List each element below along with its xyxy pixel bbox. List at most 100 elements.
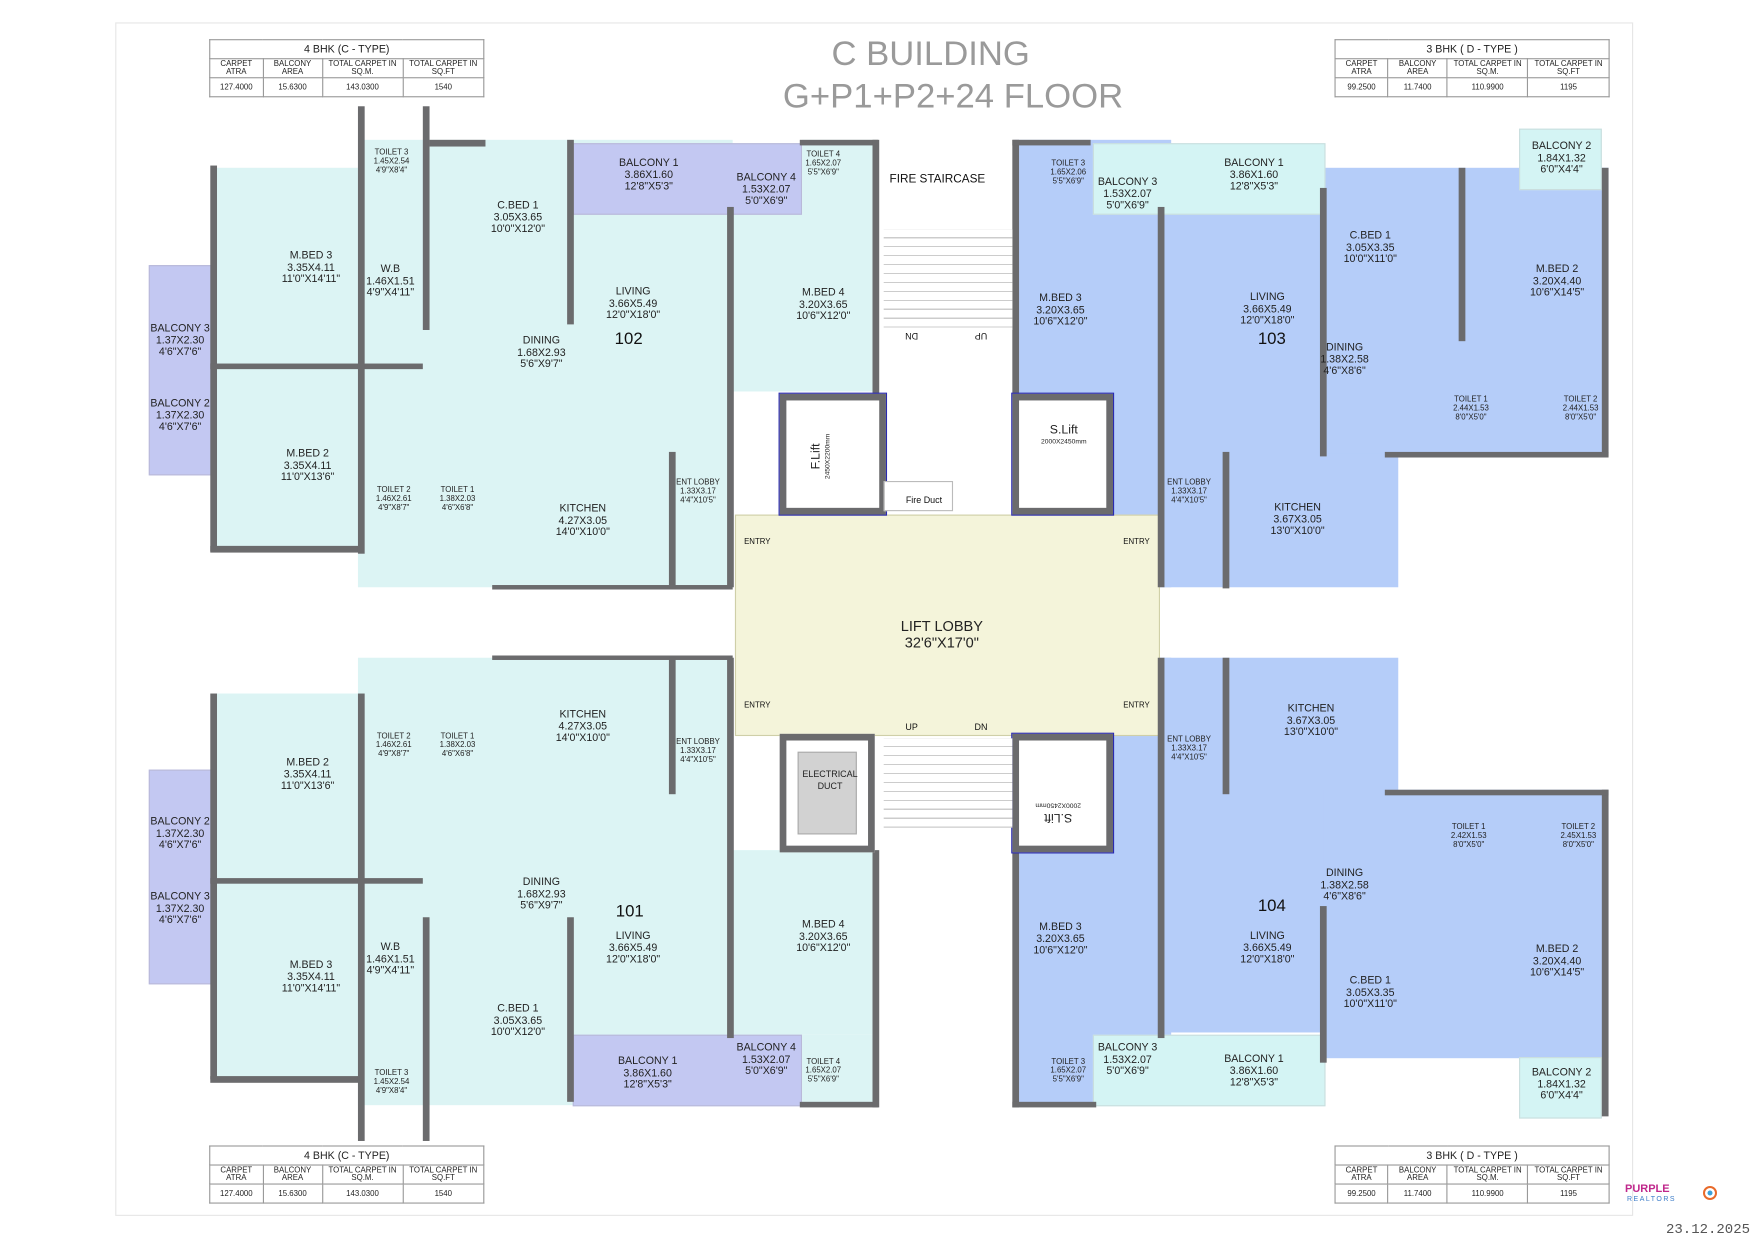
- room-size-metric: 1.37X2.30: [155, 409, 205, 422]
- balcony-1-103: [1092, 143, 1326, 215]
- room-size-imperial: 4'6"X7'6": [158, 839, 202, 852]
- room-size-metric: 1.33X3.17: [1171, 487, 1207, 496]
- room-size-metric: 1.53X2.07: [741, 183, 791, 196]
- balcony-1-101: [572, 1034, 803, 1107]
- room-size-metric: 3.86X1.60: [624, 168, 674, 181]
- room-name: ENT LOBBY: [1167, 478, 1211, 487]
- room-size-imperial: 4'6"X6'8": [441, 504, 474, 513]
- wall: [492, 585, 733, 590]
- stair-up-label: UP: [905, 722, 918, 733]
- wall: [1319, 906, 1327, 1063]
- room-size-metric: 1.53X2.07: [741, 1053, 791, 1066]
- entry-label: ENTRY: [1123, 701, 1150, 710]
- room-name: BALCONY 3: [150, 322, 210, 335]
- wall: [1012, 1101, 1097, 1108]
- room-name: TOILET 2: [376, 732, 411, 741]
- room-name: TOILET 1: [440, 732, 475, 741]
- room-size-imperial: 4'9"X8'4": [375, 1087, 408, 1096]
- wall: [668, 657, 676, 795]
- room-size-metric: 1.33X3.17: [680, 487, 716, 496]
- room-size-imperial: 4'4"X10'5": [680, 756, 716, 765]
- toilet-4-101: [802, 1034, 879, 1105]
- room-size-metric: 3.66X5.49: [1243, 941, 1292, 954]
- wall: [357, 106, 365, 554]
- room-size-metric: 1.38X2.58: [1320, 878, 1369, 892]
- room-size-metric: 1.65X2.07: [805, 1067, 842, 1075]
- unit-103-area: [1323, 167, 1609, 454]
- room-name: TOILET 2: [376, 486, 411, 495]
- room-name: M.BED 4: [802, 918, 845, 931]
- room-name: BALCONY 4: [736, 1041, 796, 1055]
- wall: [210, 693, 218, 1080]
- staircase-top: [883, 229, 1013, 330]
- room-size-imperial: 12'0"X18'0": [606, 309, 661, 322]
- room-size-imperial: 5'0"X6'9": [745, 1065, 788, 1078]
- room-size-metric: 3.20X4.40: [1532, 274, 1582, 288]
- fire-lift: [778, 392, 888, 516]
- balcony-2-3-102: [148, 265, 215, 476]
- room-name: W.B: [380, 263, 401, 276]
- room-size-imperial: 5'0"X6'9": [1106, 199, 1149, 212]
- room-size-metric: 1.65X2.07: [1050, 1067, 1087, 1075]
- room-size-metric: 3.66X5.49: [608, 297, 658, 310]
- room-size-imperial: 12'8"X5'3": [623, 1078, 672, 1091]
- room-size-imperial: 10'0"X11'0": [1343, 253, 1397, 266]
- room-size-imperial: 4'6"X7'6": [158, 345, 202, 359]
- room-size-metric: 3.67X3.05: [1286, 714, 1336, 727]
- room-size-imperial: 12'8"X5'3": [624, 180, 673, 193]
- room-size-metric: 3.35X4.11: [287, 970, 335, 983]
- room-name: ENT LOBBY: [676, 478, 720, 487]
- room-size-imperial: 11'0"X13'6": [280, 471, 335, 484]
- wall: [1458, 167, 1466, 342]
- room-name: BALCONY 3: [1097, 175, 1158, 189]
- room-name: M.BED 3: [289, 958, 333, 972]
- room-size-metric: 1.45X2.54: [373, 157, 410, 166]
- room-size-imperial: 6'0"X4'4": [1540, 1089, 1583, 1103]
- room-size-metric: 2.45X1.53: [1560, 832, 1597, 841]
- room-name: KITCHEN: [1274, 501, 1321, 514]
- room-size-metric: 1.33X3.17: [680, 747, 716, 756]
- room-name: M.BED 2: [286, 447, 329, 461]
- room-name: BALCONY 2: [1531, 1066, 1592, 1079]
- room-name: KITCHEN: [559, 708, 607, 721]
- room-size-imperial: 4'6"X7'6": [158, 914, 202, 927]
- wall: [429, 139, 486, 147]
- room-size-imperial: 10'6"X12'0": [796, 310, 851, 323]
- room-size-imperial: 8'0"X5'0": [1562, 841, 1594, 850]
- room-size-imperial: 5'5"X6'9": [807, 1076, 839, 1084]
- room-size-metric: 4.27X3.05: [558, 720, 608, 733]
- room-size-imperial: 13'0"X10'0": [1283, 726, 1339, 739]
- room-name: BALCONY 2: [1531, 140, 1592, 153]
- room-size-imperial: 4'4"X10'5": [680, 496, 716, 505]
- wall: [210, 363, 423, 370]
- room-size-imperial: 5'6"X9'7": [520, 358, 563, 371]
- room-name: BALCONY 1: [1224, 156, 1284, 170]
- room-size-imperial: 11'0"X14'11": [281, 273, 341, 286]
- room-size-imperial: 11'0"X13'6": [280, 779, 335, 793]
- wall: [1601, 789, 1609, 1117]
- wall: [567, 139, 574, 325]
- room-name: TOILET 3: [1051, 159, 1086, 168]
- balcony-2-3-101: [148, 769, 215, 985]
- room-size-metric: 3.05X3.65: [493, 1014, 543, 1027]
